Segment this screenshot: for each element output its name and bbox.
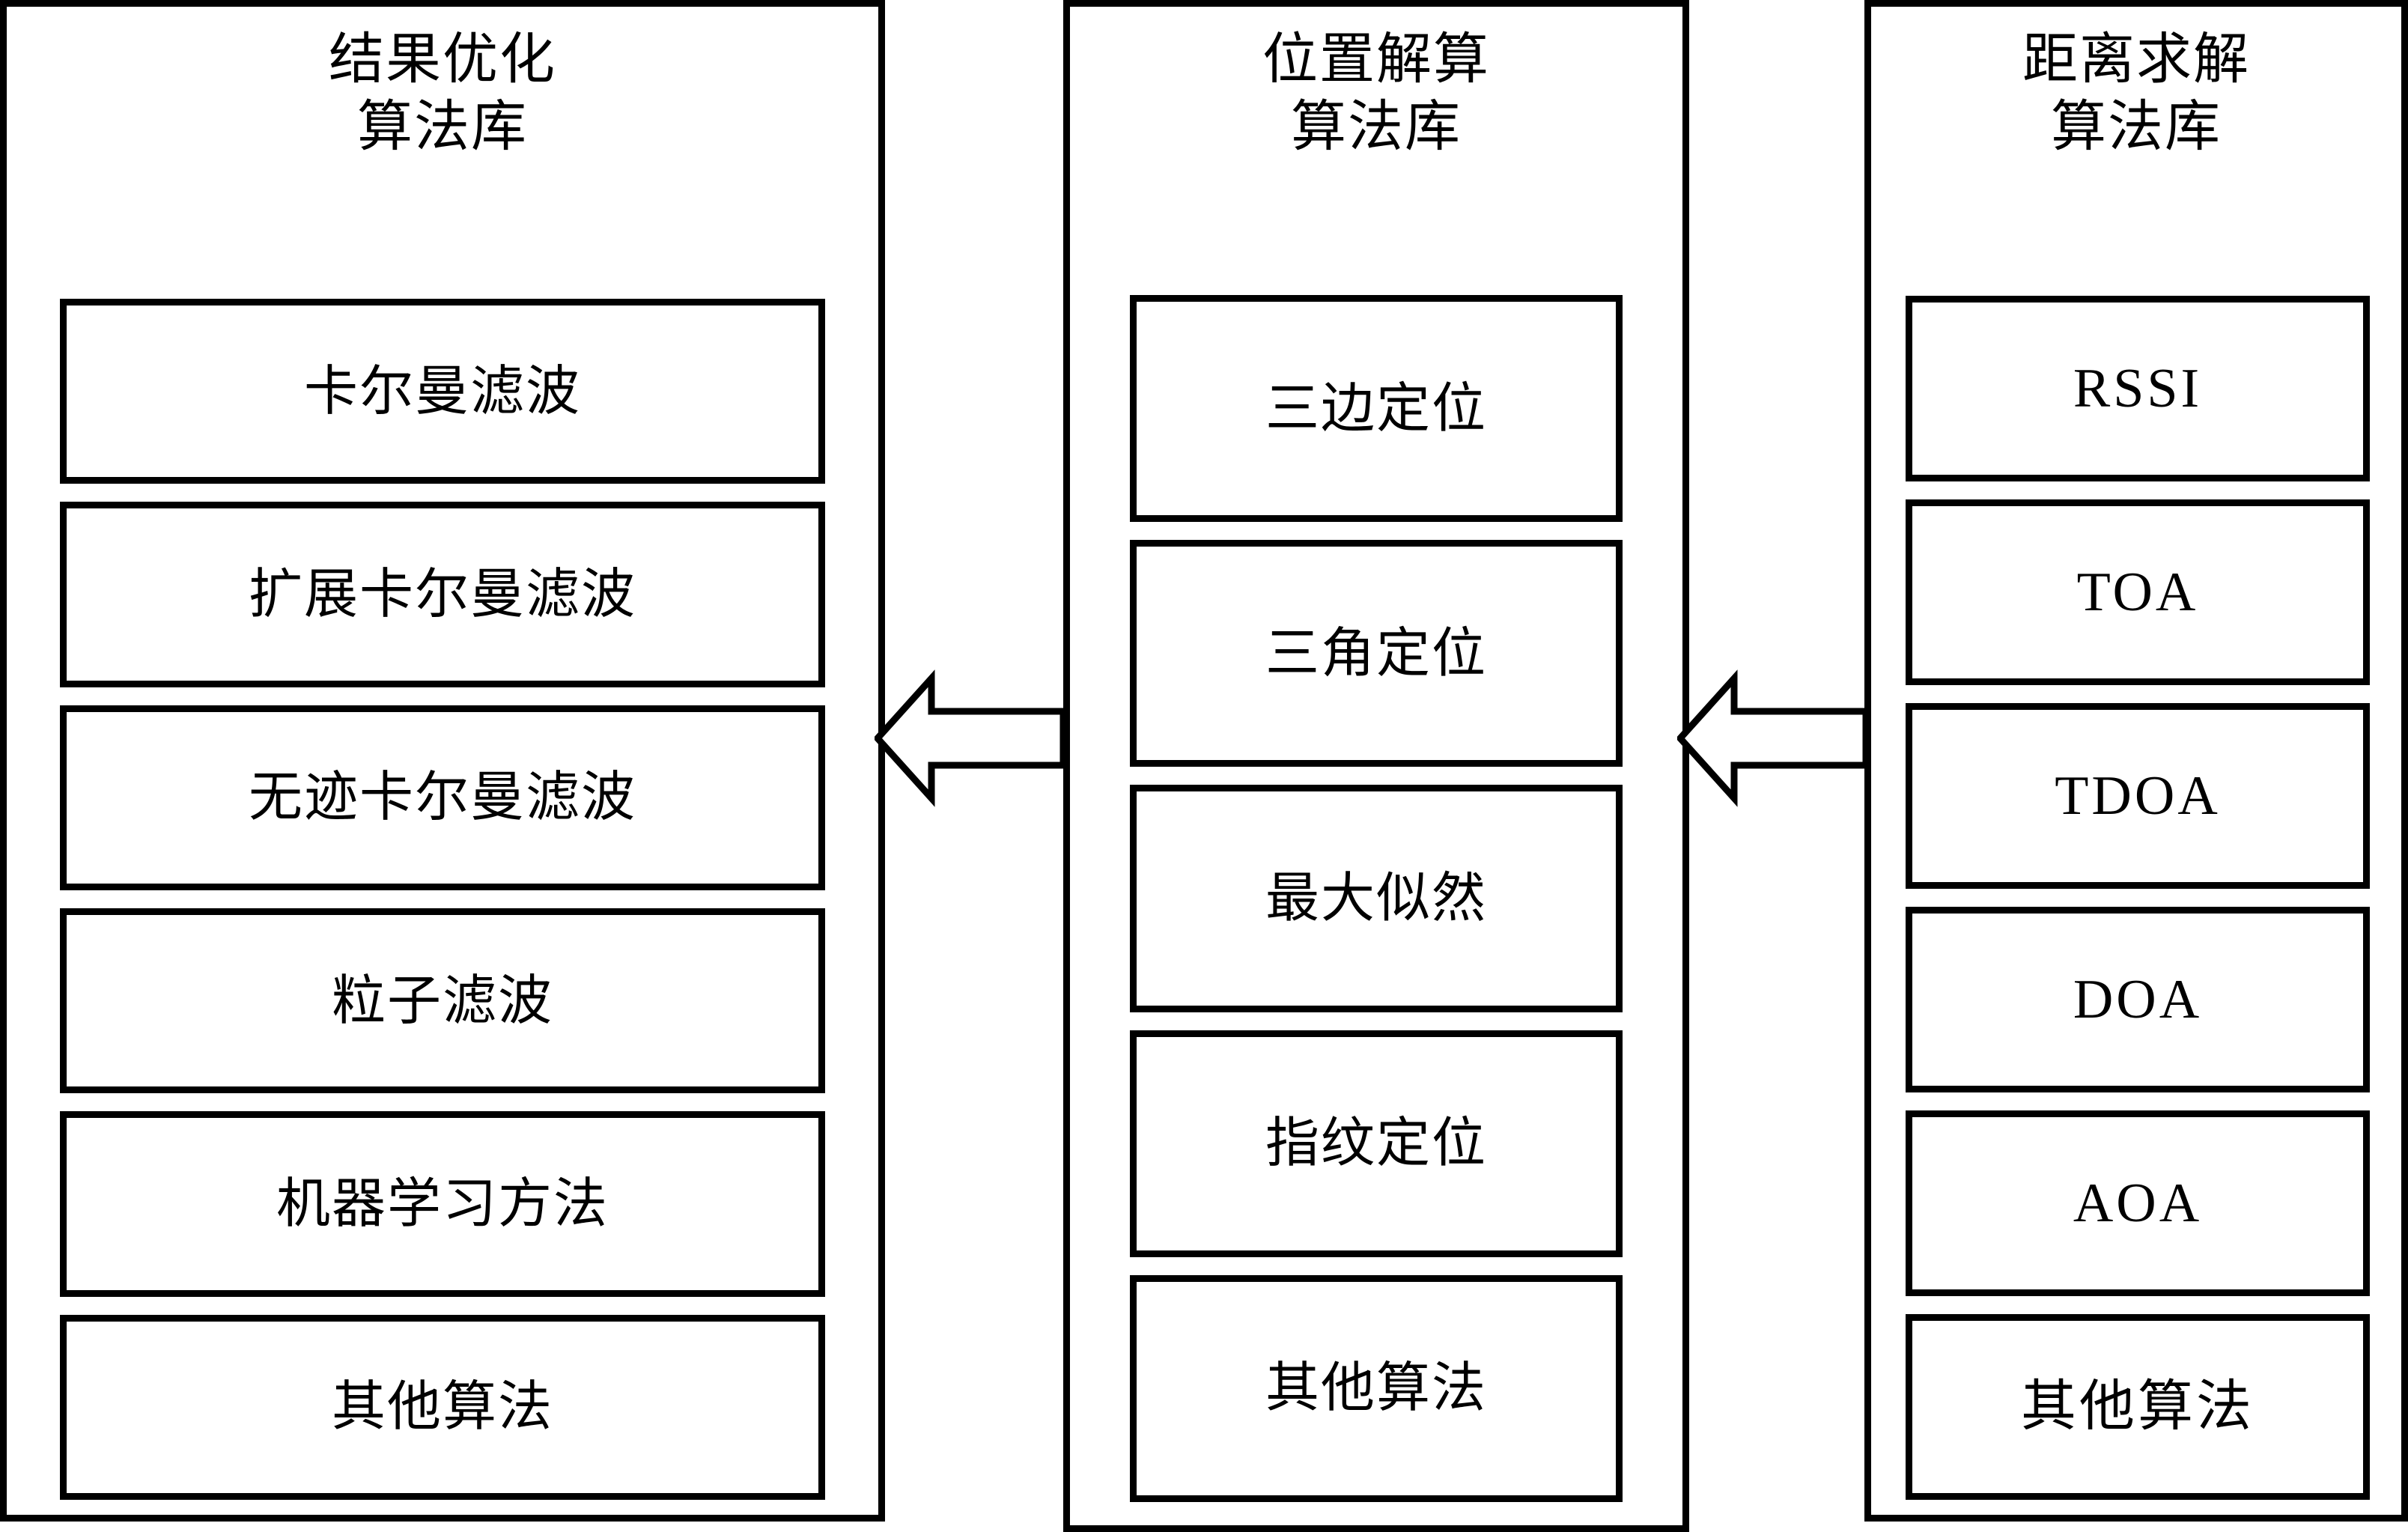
item-box-unscented-kalman-filter[interactable]: 无迹卡尔曼滤波	[60, 705, 825, 890]
item-box-toa[interactable]: TOA	[1906, 499, 2370, 685]
item-box-other-algorithms-right[interactable]: 其他算法	[1906, 1314, 2370, 1500]
item-label: TOA	[2076, 562, 2199, 623]
arrow-left-icon	[875, 653, 1066, 824]
item-label: TDOA	[2055, 765, 2221, 827]
item-box-other-algorithms-left[interactable]: 其他算法	[60, 1314, 825, 1500]
column-result-optimization: 结果优化 算法库 卡尔曼滤波 扩展卡尔曼滤波 无迹卡尔曼滤波 粒子滤波 机器学习…	[0, 0, 885, 1522]
item-stack-result-optimization: 卡尔曼滤波 扩展卡尔曼滤波 无迹卡尔曼滤波 粒子滤波 机器学习方法 其他算法	[60, 299, 825, 1500]
item-box-kalman-filter[interactable]: 卡尔曼滤波	[60, 299, 825, 484]
item-box-other-algorithms-middle[interactable]: 其他算法	[1130, 1274, 1623, 1503]
item-box-particle-filter[interactable]: 粒子滤波	[60, 908, 825, 1094]
item-label: 其他算法	[331, 1377, 553, 1438]
item-box-extended-kalman-filter[interactable]: 扩展卡尔曼滤波	[60, 502, 825, 687]
item-box-aoa[interactable]: AOA	[1906, 1110, 2370, 1296]
item-label: 指纹定位	[1265, 1113, 1487, 1174]
item-label: 三边定位	[1265, 378, 1487, 439]
item-box-maximum-likelihood[interactable]: 最大似然	[1130, 785, 1623, 1012]
item-box-trilateration[interactable]: 三边定位	[1130, 295, 1623, 523]
item-box-rssi[interactable]: RSSI	[1906, 296, 2370, 481]
item-box-machine-learning-method[interactable]: 机器学习方法	[60, 1111, 825, 1297]
item-box-tdoa[interactable]: TDOA	[1906, 703, 2370, 889]
item-stack-position-solving: 三边定位 三角定位 最大似然 指纹定位 其他算法	[1130, 295, 1623, 1503]
item-label: 最大似然	[1265, 869, 1487, 928]
item-label: DOA	[2073, 969, 2203, 1030]
arrow-left-icon	[1677, 653, 1869, 824]
item-label: 三角定位	[1265, 623, 1487, 684]
item-label: 卡尔曼滤波	[303, 361, 581, 422]
item-label: AOA	[2073, 1173, 2203, 1234]
column-title-result-optimization: 结果优化 算法库	[329, 29, 556, 159]
item-label: 其他算法	[2021, 1376, 2255, 1438]
item-label: 机器学习方法	[276, 1173, 609, 1234]
item-stack-distance-estimation: RSSI TOA TDOA DOA AOA 其他算法	[1906, 296, 2370, 1500]
item-label: 其他算法	[1265, 1358, 1487, 1419]
item-box-doa[interactable]: DOA	[1906, 907, 2370, 1092]
column-position-solving: 位置解算 算法库 三边定位 三角定位 最大似然 指纹定位 其他算法	[1063, 0, 1689, 1532]
item-label: 扩展卡尔曼滤波	[248, 564, 636, 624]
column-title-position-solving: 位置解算 算法库	[1262, 29, 1490, 159]
item-label: 无迹卡尔曼滤波	[248, 767, 636, 828]
item-label: RSSI	[2073, 358, 2203, 419]
column-title-distance-estimation: 距离求解 算法库	[2022, 29, 2250, 159]
item-label: 粒子滤波	[331, 970, 553, 1031]
item-box-fingerprint-positioning[interactable]: 指纹定位	[1130, 1030, 1623, 1257]
item-box-triangulation[interactable]: 三角定位	[1130, 540, 1623, 767]
column-distance-estimation: 距离求解 算法库 RSSI TOA TDOA DOA AOA 其他算法	[1864, 0, 2408, 1522]
